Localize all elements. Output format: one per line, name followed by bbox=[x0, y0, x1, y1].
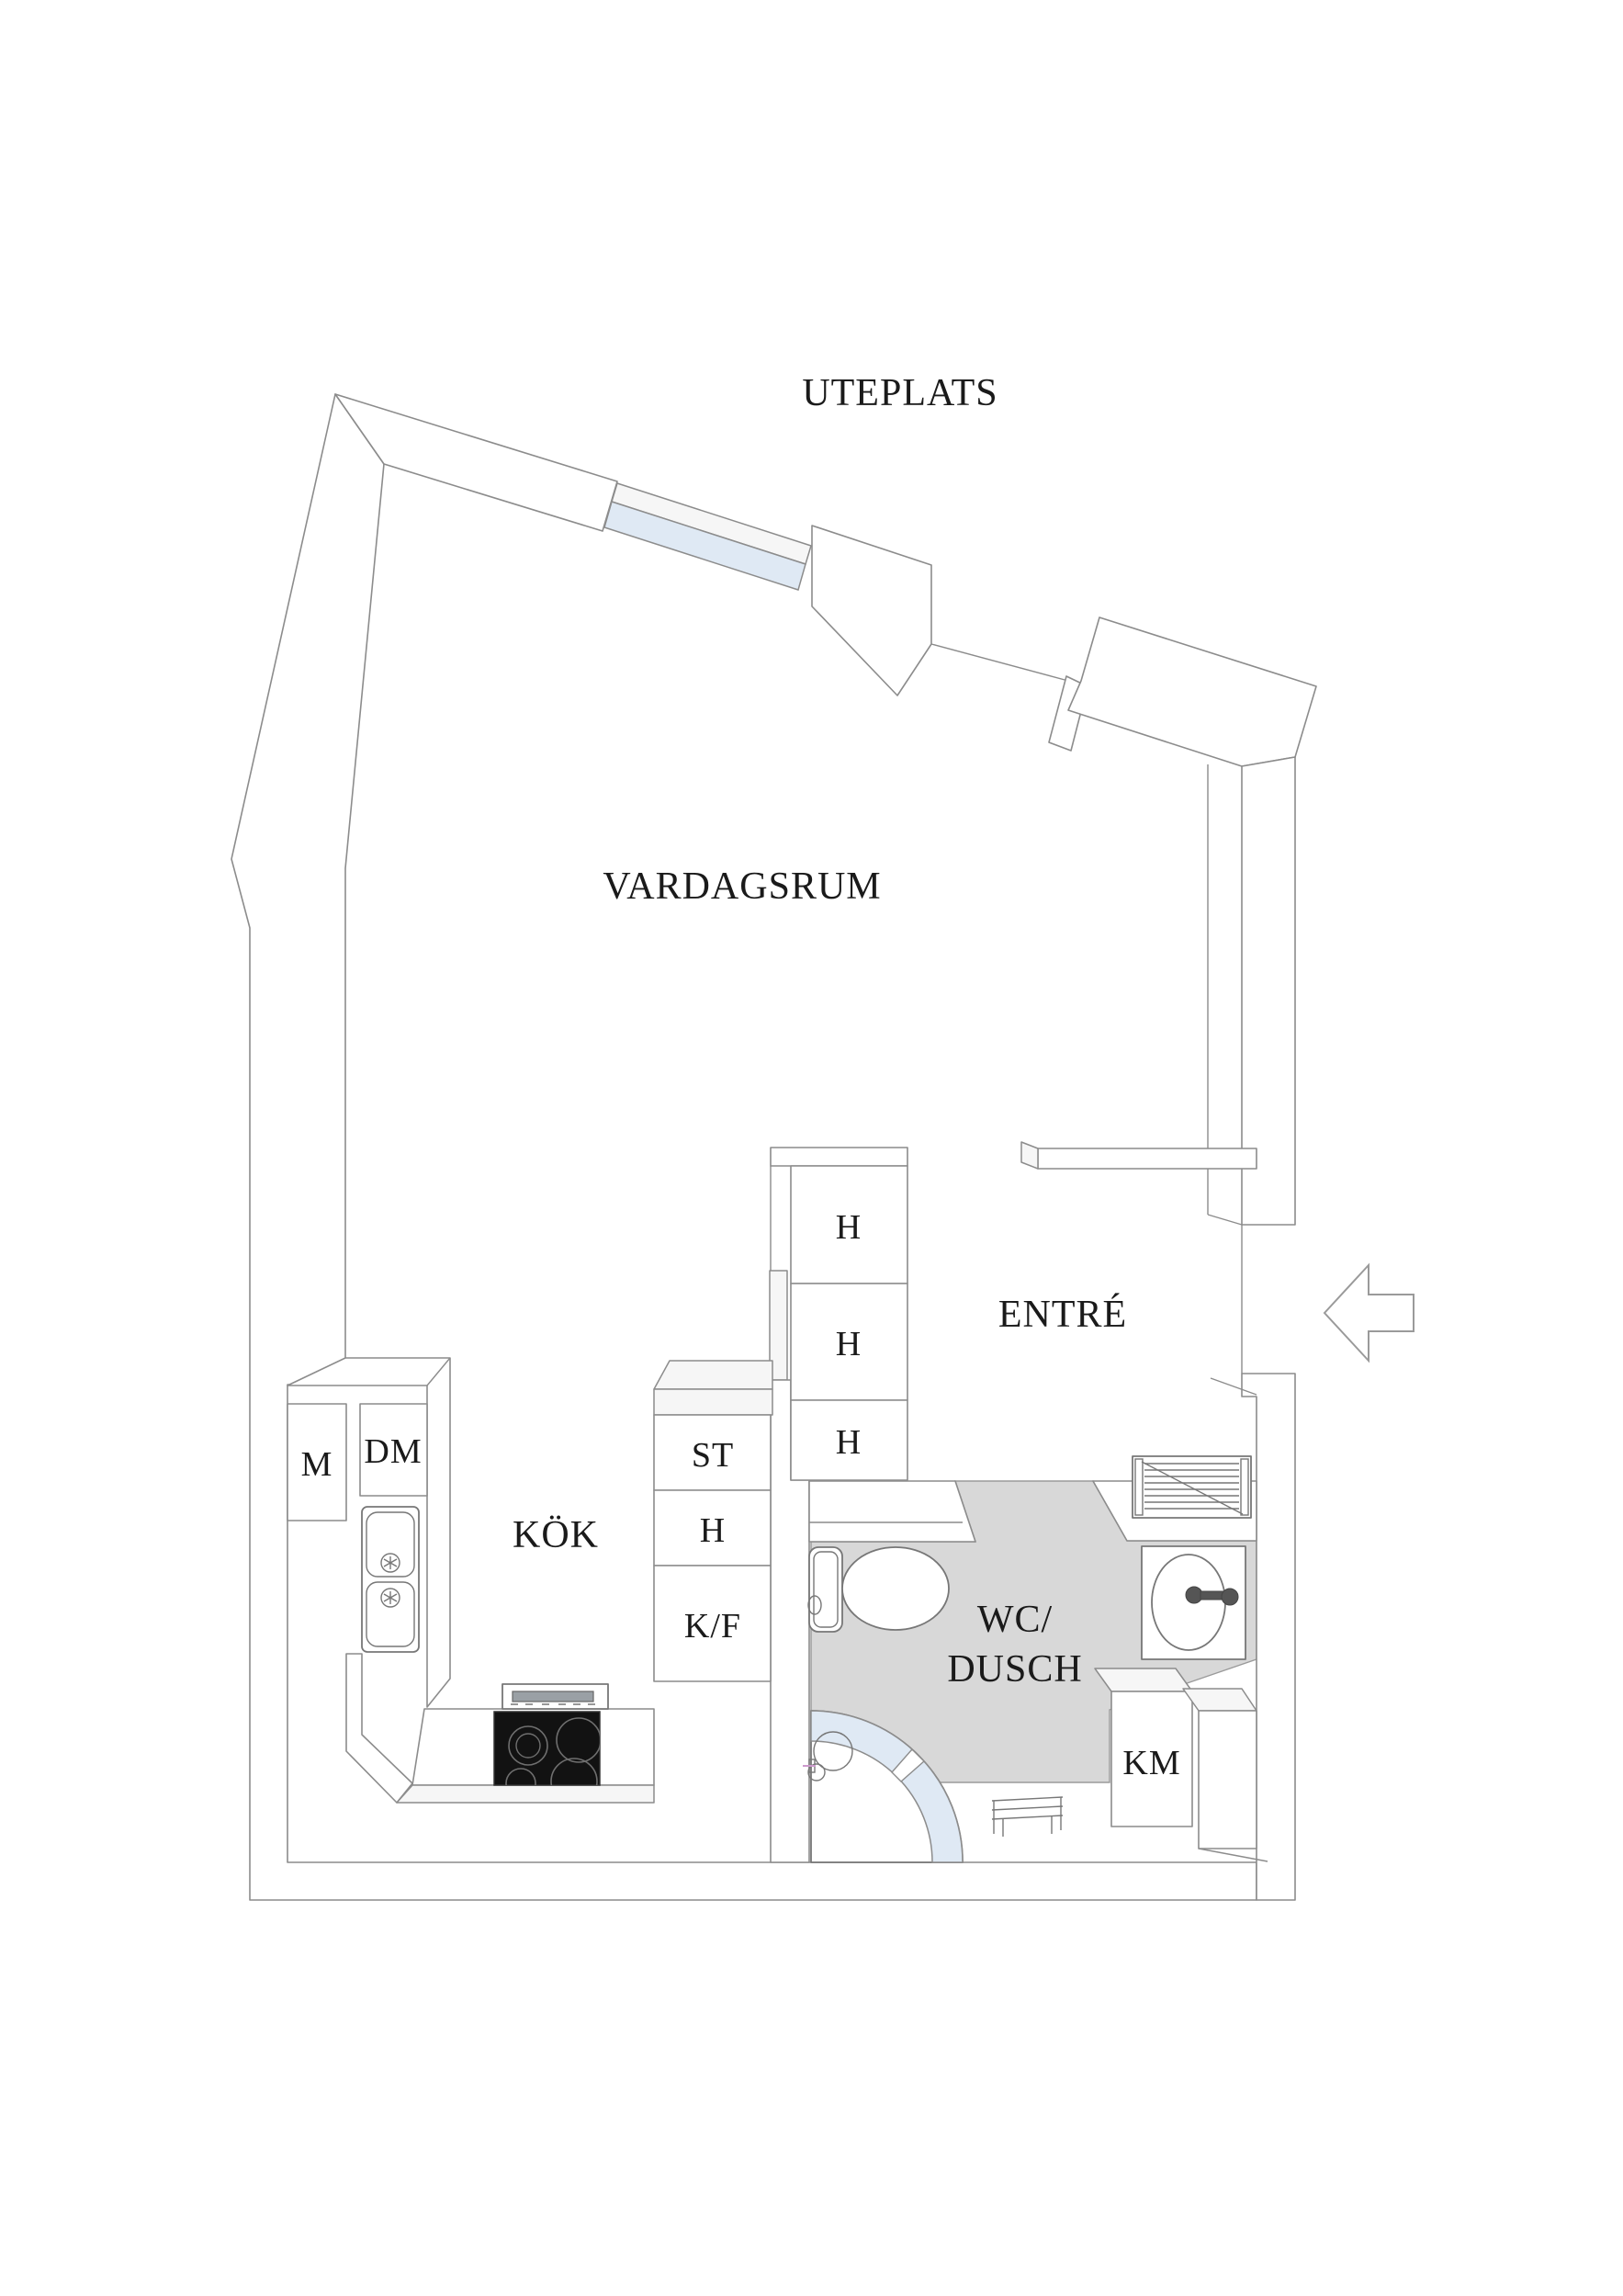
shower bbox=[803, 1710, 964, 1863]
dishwasher-box bbox=[359, 1403, 428, 1497]
closet-box-2 bbox=[790, 1283, 908, 1401]
closets: H H H bbox=[790, 1165, 908, 1481]
dishwasher-label: DM bbox=[364, 1432, 422, 1471]
stove-hood-bar bbox=[512, 1691, 594, 1702]
radiator-end-left bbox=[1134, 1458, 1144, 1516]
radiator-end-right bbox=[1240, 1458, 1249, 1516]
bathroom-cabinet bbox=[1182, 1688, 1268, 1862]
stove-burners bbox=[505, 1717, 600, 1785]
wc-dusch-label-line1: WC/ bbox=[977, 1599, 1053, 1641]
sink-drain-spokes bbox=[383, 1556, 398, 1604]
closet-top-wall bbox=[770, 1147, 908, 1167]
sink-basin-bottom bbox=[366, 1581, 415, 1647]
wall-top-right bbox=[1067, 616, 1317, 767]
bench-slats bbox=[991, 1796, 1064, 1820]
closet-label-1: H bbox=[836, 1208, 862, 1247]
fridge-freezer-label: K/F bbox=[684, 1607, 741, 1646]
kitchen-sink bbox=[361, 1506, 420, 1653]
kok-label: KÖK bbox=[513, 1514, 599, 1556]
faucet-knob bbox=[1221, 1588, 1239, 1606]
window-glass bbox=[603, 501, 806, 591]
bathroom-cabinet-cap bbox=[1182, 1688, 1257, 1712]
shower-glass bbox=[810, 1710, 964, 1863]
closet-box-3 bbox=[790, 1399, 908, 1481]
uteplats-label: UTEPLATS bbox=[802, 372, 997, 414]
wall-bevel-line-c bbox=[1210, 1377, 1257, 1396]
toilet-bowl bbox=[841, 1546, 950, 1631]
room-labels: UTEPLATS VARDAGSRUM ENTRÉ KÖK WC/ DUSCH bbox=[513, 372, 1127, 1691]
kitchen-bottom-counter-front bbox=[396, 1784, 655, 1804]
window bbox=[603, 482, 812, 591]
vardagsrum-label: VARDAGSRUM bbox=[603, 865, 881, 908]
faucet-base bbox=[1185, 1586, 1203, 1604]
wall-block-right-of-window bbox=[811, 525, 932, 696]
microwave-label: M bbox=[301, 1445, 333, 1484]
washing-machine-box bbox=[1110, 1691, 1193, 1827]
toilet bbox=[807, 1546, 950, 1633]
toilet-tank-inner bbox=[813, 1551, 839, 1628]
terrace-parapet-line bbox=[930, 643, 1069, 682]
closet-label-3: H bbox=[836, 1423, 862, 1462]
shower-head bbox=[813, 1731, 853, 1771]
bathroom-cabinet-box bbox=[1198, 1710, 1257, 1849]
bench bbox=[991, 1796, 1064, 1837]
entre-label: ENTRÉ bbox=[998, 1293, 1127, 1336]
shower-mixer bbox=[807, 1763, 826, 1781]
radiator bbox=[1132, 1455, 1252, 1519]
washing-machine-label: KM bbox=[1122, 1744, 1180, 1782]
pantry-cap-top bbox=[653, 1360, 773, 1390]
bathroom-fixtures: KM bbox=[803, 1455, 1268, 1863]
bathroom-divider-left bbox=[808, 1480, 976, 1543]
wc-dusch-label-line2: DUSCH bbox=[947, 1648, 1082, 1691]
radiator-fins bbox=[1144, 1463, 1239, 1510]
pantry-label: ST bbox=[692, 1436, 734, 1475]
sink-basin-top bbox=[366, 1511, 415, 1578]
cabinet-h-box bbox=[653, 1489, 772, 1566]
washing-machine-cap bbox=[1094, 1668, 1193, 1692]
sink-drain-bottom bbox=[380, 1588, 400, 1608]
sink-outer bbox=[361, 1506, 420, 1653]
cabinet-h-label: H bbox=[700, 1511, 726, 1550]
wall-right-upper bbox=[1241, 756, 1296, 1226]
entry-divider-wall bbox=[1037, 1148, 1257, 1170]
microwave-box bbox=[287, 1403, 347, 1521]
sink-drain-top bbox=[380, 1553, 400, 1573]
kitchen: M DM ST H K/F bbox=[287, 1357, 773, 1804]
shower-door-split bbox=[891, 1747, 926, 1782]
washing-machine: KM bbox=[1094, 1668, 1193, 1827]
washbasin bbox=[1141, 1545, 1246, 1660]
toilet-flush bbox=[807, 1595, 822, 1615]
wall-right-lower bbox=[1241, 1373, 1296, 1901]
fridge-freezer-box bbox=[653, 1565, 772, 1682]
pantry-cap-front bbox=[653, 1388, 773, 1416]
wall-bevel-line-b bbox=[1207, 1214, 1243, 1226]
stove bbox=[493, 1683, 609, 1786]
closet-label-2: H bbox=[836, 1325, 862, 1363]
radiator-diagonal bbox=[1141, 1461, 1244, 1515]
bench-legs bbox=[993, 1797, 1062, 1837]
counter-corner-bevel bbox=[426, 1357, 451, 1386]
entry-arrow bbox=[1323, 1262, 1414, 1363]
entry-divider-cap bbox=[1020, 1141, 1039, 1170]
bathroom-cabinet-base bbox=[1198, 1848, 1268, 1862]
exterior-walls bbox=[231, 393, 1317, 1901]
wall-top-left bbox=[334, 393, 618, 532]
washbasin-bowl bbox=[1151, 1554, 1226, 1651]
closet-box-1 bbox=[790, 1165, 908, 1284]
counter-chamfer bbox=[345, 1653, 413, 1804]
